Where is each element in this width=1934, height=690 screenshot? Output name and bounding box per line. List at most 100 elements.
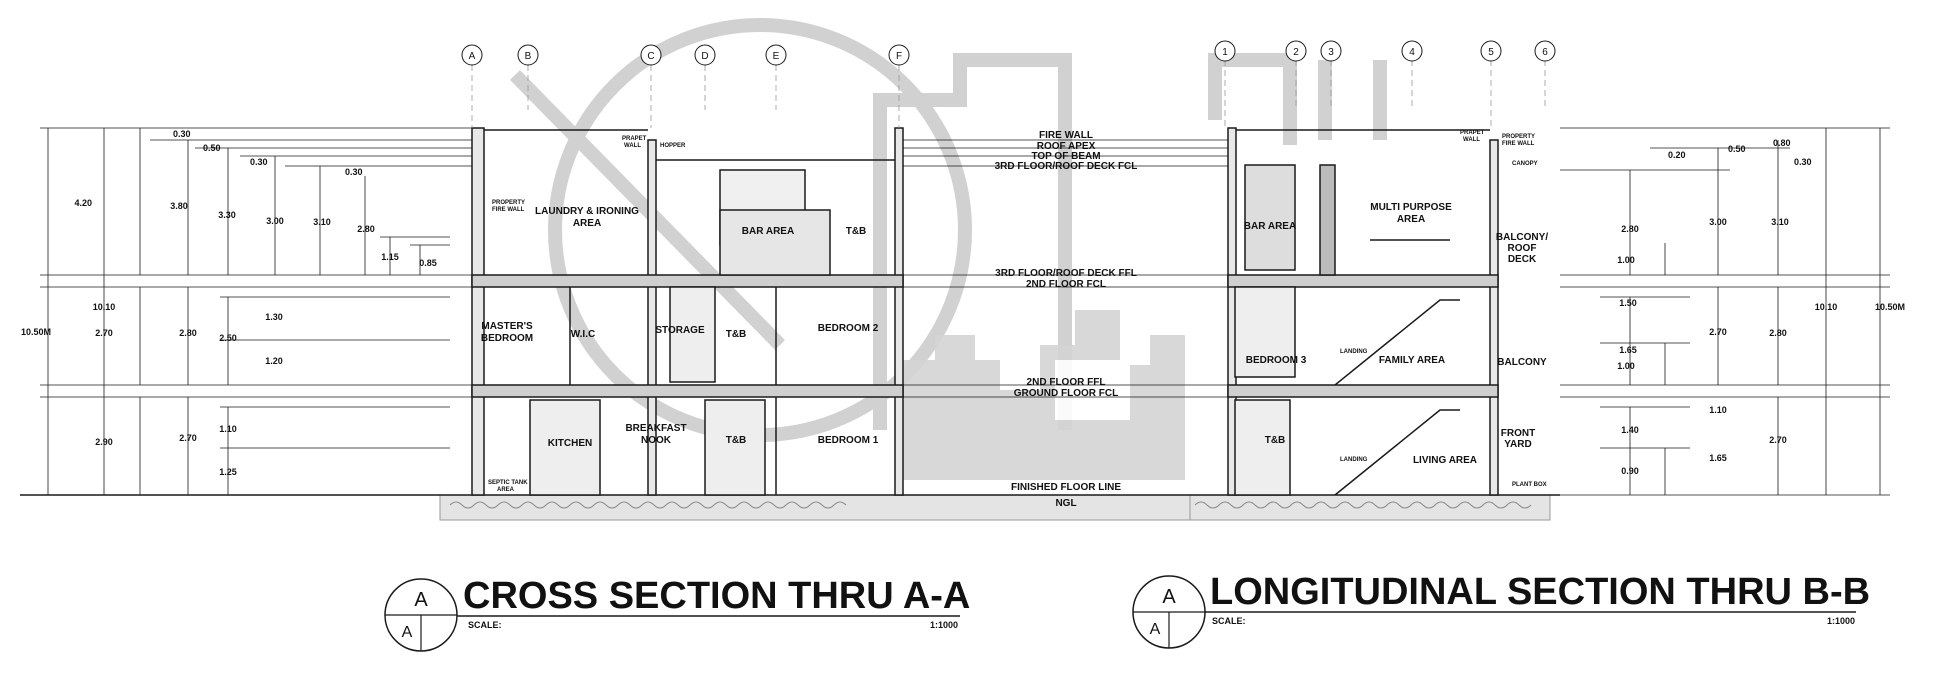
level-finished-floor-line: FINISHED FLOOR LINE	[1011, 482, 1121, 493]
dim-a-0-30-mid: 0.30	[250, 157, 268, 167]
section-a-structure	[20, 127, 1560, 496]
level-3rd-floor-fcl: 3RD FLOOR/ROOF DECK FCL	[995, 161, 1138, 172]
svg-text:3: 3	[1328, 47, 1334, 58]
level-ngl: NGL	[1055, 498, 1076, 509]
level-labels: FIRE WALL ROOF APEX TOP OF BEAM 3RD FLOO…	[995, 130, 1138, 509]
title-b-text: LONGITUDINAL SECTION THRU B-B	[1210, 571, 1870, 613]
grid-bubble-6: 6	[1534, 40, 1556, 62]
svg-text:C: C	[647, 51, 654, 62]
dim-b-0-50: 0.50	[1728, 144, 1746, 154]
room-multi-purpose-line2: AREA	[1397, 214, 1425, 225]
dim-b-1-00-top: 1.00	[1617, 255, 1635, 265]
svg-text:A: A	[469, 51, 476, 62]
dim-b-2-70-low: 2.70	[1769, 435, 1787, 445]
room-balcony-roof-line1: BALCONY/	[1496, 232, 1548, 243]
section-a-rooms: LAUNDRY & IRONING AREA BAR AREA T&B MAST…	[481, 206, 879, 449]
room-living-area: LIVING AREA	[1413, 455, 1477, 466]
title-b-tag-top: A	[1162, 586, 1176, 608]
dim-b-1-10: 1.10	[1709, 405, 1727, 415]
title-a-tag-bottom: A	[402, 624, 413, 641]
level-roof-apex: ROOF APEX	[1037, 141, 1096, 152]
title-a-text: CROSS SECTION THRU A-A	[463, 575, 970, 617]
room-tb-b: T&B	[1265, 435, 1286, 446]
room-bedroom-2: BEDROOM 2	[818, 323, 879, 334]
note-property-line1: PROPERTY	[492, 200, 525, 206]
svg-text:5: 5	[1488, 47, 1494, 58]
svg-text:B: B	[525, 51, 532, 62]
svg-text:4: 4	[1409, 47, 1415, 58]
title-a-tag-top: A	[414, 589, 428, 611]
level-2nd-floor-fcl: 2ND FLOOR FCL	[1026, 279, 1106, 290]
dim-a-0-50: 0.50	[203, 143, 221, 153]
room-tb-low: T&B	[726, 435, 747, 446]
watermark-skyline	[900, 310, 1185, 480]
note-b-landing-upper: LANDING	[1340, 349, 1368, 355]
room-breakfast-line1: BREAKFAST	[625, 423, 686, 434]
dim-a-3-80: 3.80	[170, 201, 188, 211]
section-a-level-lines	[903, 139, 1228, 496]
level-3rd-floor-ffl: 3RD FLOOR/ROOF DECK FFL	[995, 268, 1137, 279]
note-b-prapet-line2: WALL	[1463, 137, 1480, 143]
title-block-b: A A LONGITUDINAL SECTION THRU B-B SCALE:…	[1132, 571, 1870, 649]
room-family-area: FAMILY AREA	[1379, 355, 1445, 366]
grid-lines	[471, 60, 1546, 128]
note-septic-line2: AREA	[497, 487, 515, 493]
grid-bubble-5: 5	[1480, 40, 1502, 62]
section-a-notes: PROPERTY FIRE WALL PRAPET WALL HOPPER SE…	[488, 136, 686, 493]
room-bar-area-b: BAR AREA	[1244, 221, 1296, 232]
dim-b-2-70-mid: 2.70	[1709, 327, 1727, 337]
title-b-tag-bottom: A	[1150, 621, 1161, 638]
grid-bubble-2: 2	[1285, 40, 1307, 62]
dim-b-0-90: 0.90	[1621, 466, 1639, 476]
dim-a-1-10: 1.10	[219, 424, 237, 434]
room-multi-purpose-line1: MULTI PURPOSE	[1370, 202, 1452, 213]
title-a-scale-label: SCALE:	[468, 620, 502, 630]
svg-text:6: 6	[1542, 47, 1548, 58]
room-bedroom-3: BEDROOM 3	[1246, 355, 1307, 366]
dim-b-1-65-low: 1.65	[1709, 453, 1727, 463]
room-kitchen: KITCHEN	[548, 438, 592, 449]
room-bar-area-a: BAR AREA	[742, 226, 794, 237]
room-front-yard-line1: FRONT	[1501, 428, 1535, 439]
level-top-of-beam: TOP OF BEAM	[1031, 151, 1100, 162]
dim-b-0-80: 0.80	[1773, 138, 1791, 148]
note-b-property-line2: FIRE WALL	[1502, 141, 1535, 147]
dim-b-3-10: 3.10	[1771, 217, 1789, 227]
note-b-prapet-line1: PRAPET	[1460, 130, 1485, 136]
dim-a-2-80-mid: 2.80	[179, 328, 197, 338]
grid-bubble-3: 3	[1320, 40, 1342, 62]
svg-text:D: D	[701, 51, 708, 62]
section-b-rooms: BAR AREA MULTI PURPOSE AREA BALCONY/ ROO…	[1244, 202, 1549, 466]
room-breakfast-line2: NOOK	[641, 435, 672, 446]
dim-a-1-15: 1.15	[381, 252, 399, 262]
section-b-structure	[1227, 127, 1499, 496]
note-b-property-line1: PROPERTY	[1502, 134, 1535, 140]
dim-a-1-20: 1.20	[265, 356, 283, 366]
dim-a-2-70-mid: 2.70	[95, 328, 113, 338]
room-balcony-roof-line2: ROOF	[1508, 243, 1537, 254]
room-balcony-roof-line3: DECK	[1508, 254, 1537, 265]
svg-text:2: 2	[1293, 47, 1299, 58]
grid-bubble-1: 1	[1214, 40, 1236, 62]
title-a-scale-value: 1:1000	[930, 620, 958, 630]
title-b-scale-label: SCALE:	[1212, 616, 1246, 626]
room-tb-mid: T&B	[726, 329, 747, 340]
dim-b-2-80-top: 2.80	[1621, 224, 1639, 234]
svg-text:F: F	[896, 51, 902, 62]
dim-a-3-30: 3.30	[218, 210, 236, 220]
grid-bubble-d: D	[694, 44, 716, 66]
room-masters-line1: MASTER'S	[481, 321, 533, 332]
level-2nd-floor-ffl: 2ND FLOOR FFL	[1027, 377, 1106, 388]
room-bedroom-1: BEDROOM 1	[818, 435, 879, 446]
dim-b-10-10: 10.10	[1815, 302, 1838, 312]
note-property-line2: FIRE WALL	[492, 207, 525, 213]
grid-bubble-b: B	[517, 44, 539, 66]
level-ground-floor-fcl: GROUND FLOOR FCL	[1014, 388, 1118, 399]
note-hopper: HOPPER	[660, 143, 686, 149]
note-septic-line1: SEPTIC TANK	[488, 480, 528, 486]
dim-b-1-00-mid: 1.00	[1617, 361, 1635, 371]
room-tb-top: T&B	[846, 226, 867, 237]
grid-bubble-f: F	[888, 44, 910, 66]
ground-hatch	[439, 494, 1551, 521]
dim-a-2-90: 2.90	[95, 437, 113, 447]
